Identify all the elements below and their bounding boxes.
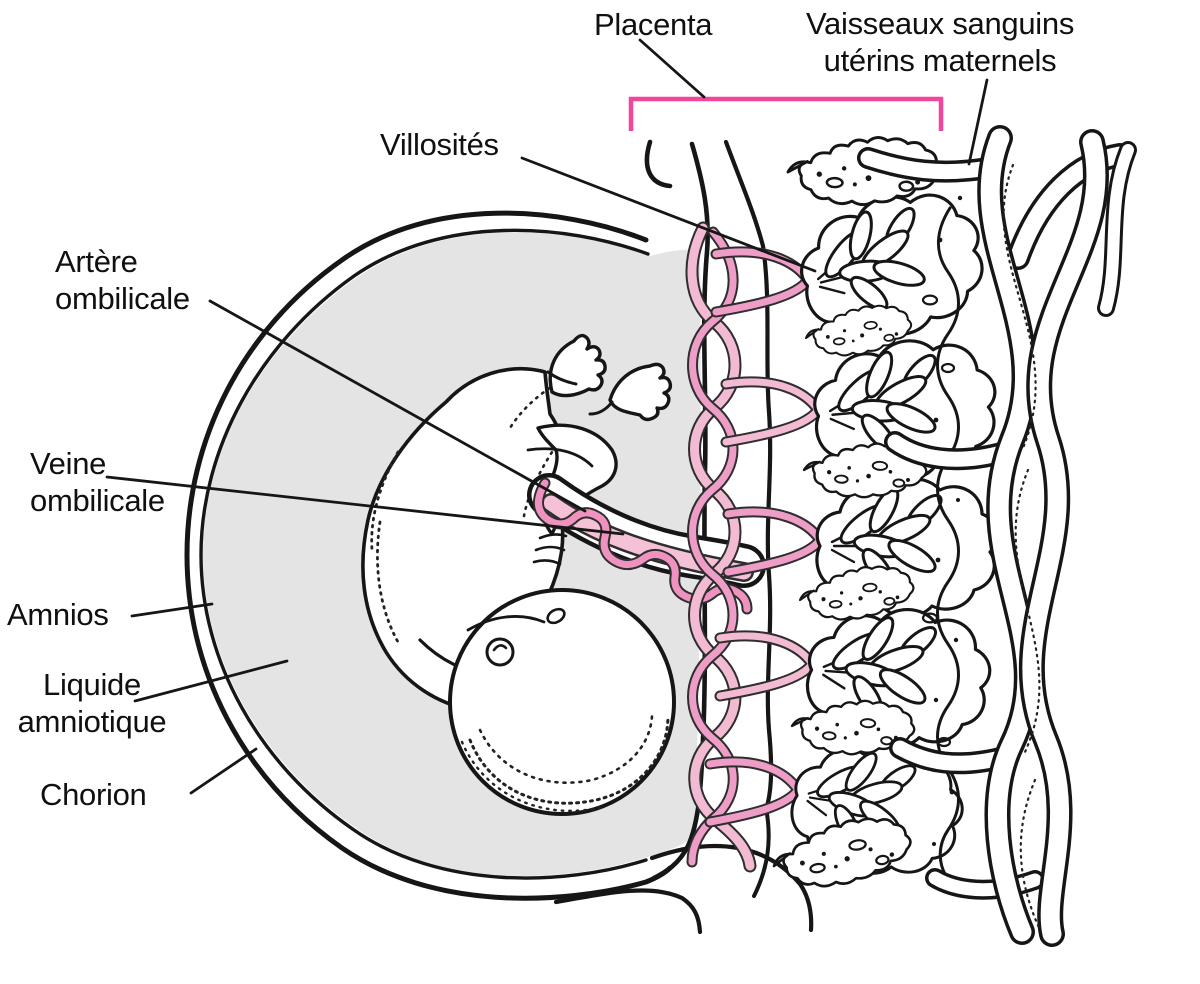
label-artere-ombilicale: Artère ombilicale	[55, 243, 190, 317]
fetus-ear-fold	[492, 644, 508, 652]
label-artere-line2: ombilicale	[55, 281, 190, 316]
plate-vessel-mid	[688, 228, 737, 866]
artere-leader-line	[208, 299, 587, 513]
label-maternal-vessels-line2: utérins maternels	[823, 43, 1057, 78]
vessel-stipple-chain	[1002, 163, 1037, 450]
plate-bottom-right-line	[752, 806, 771, 898]
membrane-top-horn	[644, 139, 673, 189]
label-amnios-text: Amnios	[7, 597, 109, 632]
label-veine-line1: Veine	[30, 446, 107, 481]
fetus-hand-fingers	[532, 533, 568, 566]
label-placenta-text: Placenta	[594, 7, 713, 42]
label-artere-line1: Artère	[55, 244, 138, 279]
label-veine-ombilicale: Veine ombilicale	[30, 445, 165, 519]
label-liquide-line2: amniotique	[17, 704, 167, 739]
head-rim-stipple	[468, 714, 670, 805]
maternal-uterine-vessels	[857, 125, 1137, 947]
ankle-lines	[546, 370, 614, 416]
label-placenta: Placenta	[594, 6, 713, 43]
fetus-figure	[361, 333, 676, 816]
amnios-inner-membrane	[199, 228, 650, 880]
villi-trees	[782, 176, 1004, 888]
veine-leader-line	[105, 475, 625, 536]
head-rim-stipple-3	[460, 740, 608, 813]
chorionic-plate-right-line	[723, 139, 774, 813]
decidua-dots	[921, 195, 963, 846]
liquide-leader-line	[133, 659, 289, 703]
fetus-foot-lower	[608, 362, 673, 422]
label-veine-line2: ombilicale	[30, 483, 165, 518]
chorion-outer-membrane	[184, 210, 673, 901]
label-villosites: Villosités	[380, 126, 499, 163]
placenta-bracket	[628, 96, 944, 131]
villosites-leader-line	[520, 156, 817, 273]
fetus-brow-mark	[546, 607, 566, 625]
label-maternal-vessels-line1: Vaisseaux sanguins	[805, 6, 1075, 41]
leader-lines	[105, 38, 989, 795]
vessel-stipple-chain	[1014, 468, 1041, 754]
arm-inner-line	[526, 447, 594, 468]
back-stipple	[370, 450, 400, 644]
label-liquide-line1: Liquide	[43, 667, 141, 702]
umbilical-arteries	[535, 479, 751, 613]
fetus-chin-fold	[466, 615, 546, 632]
chorion-leader-line	[189, 747, 258, 795]
label-villosites-text: Villosités	[380, 127, 499, 162]
label-chorion-text: Chorion	[40, 777, 147, 812]
fetus-ear	[485, 637, 515, 667]
label-amnios: Amnios	[7, 596, 109, 633]
maternal-vessels-leader-line	[967, 78, 989, 166]
label-maternal-vessels: Vaisseaux sanguins utérins maternels	[790, 5, 1090, 79]
sac-bottom-edge	[553, 888, 703, 935]
placenta-leader-line	[638, 38, 706, 99]
label-chorion: Chorion	[40, 776, 147, 813]
intervillous-strip	[767, 811, 917, 895]
plate-vessel-light	[687, 223, 755, 871]
amnios-leader-line	[130, 602, 214, 618]
vessel-stipple-chain	[1019, 778, 1042, 932]
label-liquide-amniotique: Liquide amniotique	[0, 666, 184, 740]
